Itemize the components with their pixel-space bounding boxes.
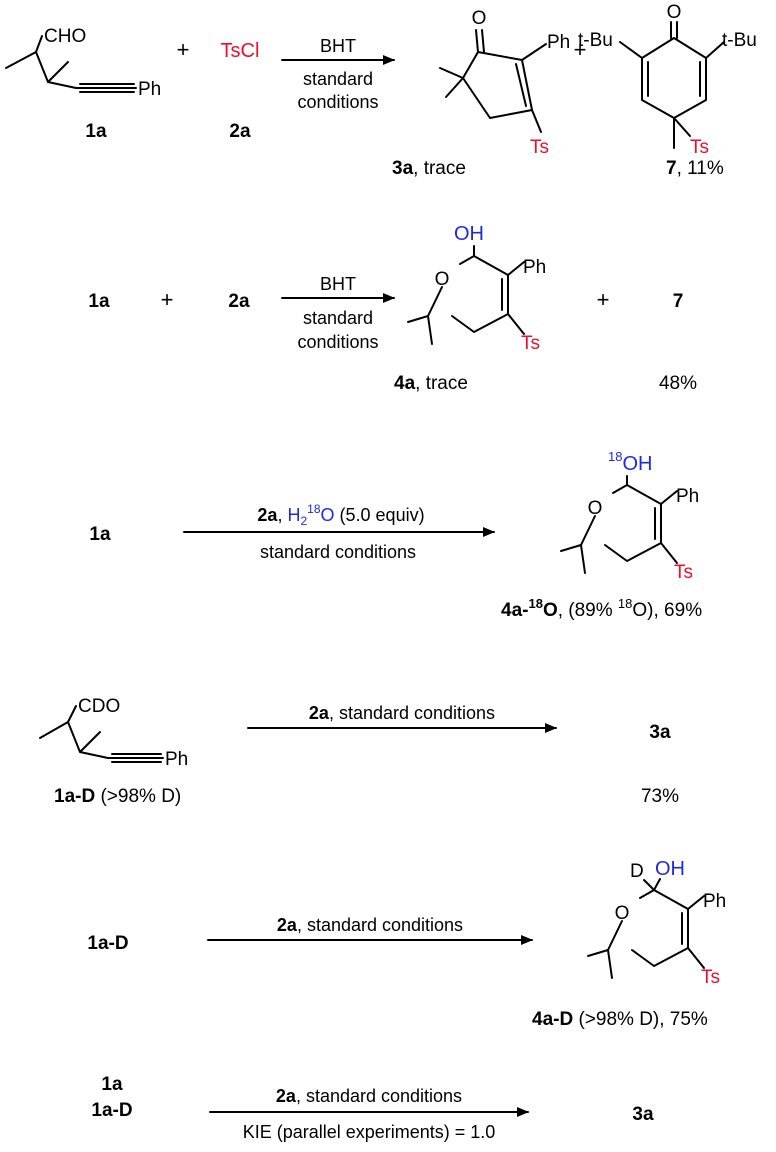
product-7-structure: O t-Bu t-Bu Ts: [578, 2, 757, 158]
compound-label: 1a: [101, 1074, 123, 1095]
substrate-1a-structure: CHO Ph: [5, 26, 161, 100]
tbu-label: t-Bu: [578, 30, 613, 51]
ts-label: Ts: [690, 137, 709, 158]
deuterium-label: D: [630, 861, 644, 882]
tbu-label: t-Bu: [722, 30, 757, 51]
arrow-top-text: 2a, H218O (5.0 equiv): [257, 502, 424, 528]
compound-label-yield: 4a, trace: [394, 373, 468, 394]
cdo-label: CDO: [78, 696, 120, 717]
ph-label: Ph: [676, 486, 699, 507]
arrow-bottom-text: conditions: [297, 92, 378, 112]
compound-label-yield: 4a-18O, (89% 18O), 69%: [501, 596, 702, 621]
arrow-bottom-text: standard: [303, 308, 373, 328]
reaction-5: 1a-D 2a, standard conditions D OH O Ph T…: [87, 858, 726, 1030]
plus-sign: +: [177, 37, 190, 62]
reaction-3: 1a 2a, H218O (5.0 equiv) standard condit…: [89, 449, 702, 621]
carbonyl-o-label: O: [472, 8, 487, 29]
compound-label: 1a-D: [91, 1100, 132, 1121]
compound-label: 3a: [649, 722, 671, 743]
ring-o-label: O: [615, 903, 630, 924]
reaction-4: CDO Ph 1a-D (>98% D) 2a, standard condit…: [39, 696, 679, 807]
compound-label: 1a: [85, 121, 107, 142]
arrow-bottom-text: standard conditions: [260, 542, 416, 562]
substrate-1a-d-structure: CDO Ph: [39, 696, 188, 770]
arrow-bottom-text: standard: [303, 69, 373, 89]
ring-o-label: O: [588, 498, 603, 519]
ring-o-label: O: [435, 269, 450, 290]
yield-text: 73%: [641, 786, 679, 807]
yield-text: 48%: [659, 373, 697, 394]
compound-label-note: 1a-D (>98% D): [54, 786, 181, 807]
ts-label: Ts: [530, 137, 549, 158]
arrow-top-text: 2a, standard conditions: [277, 915, 463, 935]
arrow-top-text: BHT: [320, 274, 356, 294]
ph-label: Ph: [547, 32, 570, 53]
ts-label: Ts: [701, 967, 720, 988]
product-3a-structure: O Ph Ts: [439, 8, 570, 158]
plus-sign: +: [574, 37, 587, 62]
arrow-bottom-text: KIE (parallel experiments) = 1.0: [243, 1122, 496, 1142]
carbonyl-o-label: O: [667, 2, 682, 23]
arrow-bottom-text: conditions: [297, 332, 378, 352]
reagent-label: 2a: [229, 121, 251, 142]
ts-label: Ts: [674, 562, 693, 583]
cho-label: CHO: [44, 26, 86, 47]
hydroxyl-label: OH: [454, 223, 484, 245]
arrow-top-text: 2a, standard conditions: [309, 703, 495, 723]
compound-label: 1a-D: [87, 933, 128, 954]
ph-label: Ph: [703, 891, 726, 912]
compound-label-yield: 4a-D (>98% D), 75%: [532, 1009, 708, 1030]
compound-label: 2a: [228, 291, 250, 312]
ts-label: Ts: [521, 333, 540, 354]
compound-label: 7: [673, 291, 684, 312]
compound-label-yield: 7, 11%: [666, 158, 724, 179]
reaction-6: 1a 1a-D 2a, standard conditions KIE (par…: [91, 1074, 654, 1142]
compound-label: 1a: [89, 524, 111, 545]
arrow-top-text: 2a, standard conditions: [276, 1086, 462, 1106]
product-4a-structure: OH O Ph Ts: [407, 223, 546, 354]
plus-sign: +: [597, 287, 610, 312]
compound-label: 3a: [632, 1104, 654, 1125]
ph-label: Ph: [138, 79, 161, 100]
compound-label-yield: 3a, trace: [392, 158, 466, 179]
ph-label: Ph: [165, 749, 188, 770]
labeled-hydroxyl: 18OH: [608, 449, 652, 475]
product-4a-18o-structure: 18OH O Ph Ts: [560, 449, 699, 583]
ph-label: Ph: [523, 257, 546, 278]
arrow-top-text: BHT: [320, 36, 356, 56]
product-4a-d-structure: D OH O Ph Ts: [587, 858, 726, 988]
plus-sign: +: [161, 287, 174, 312]
hydroxyl-label: OH: [655, 858, 685, 880]
reaction-2: 1a + 2a BHT standard conditions OH O Ph …: [88, 223, 697, 394]
reagent-tscl: TsCl: [221, 40, 260, 62]
compound-label: 1a: [88, 291, 110, 312]
reaction-1: CHO Ph 1a + TsCl 2a BHT standard conditi…: [5, 2, 757, 179]
